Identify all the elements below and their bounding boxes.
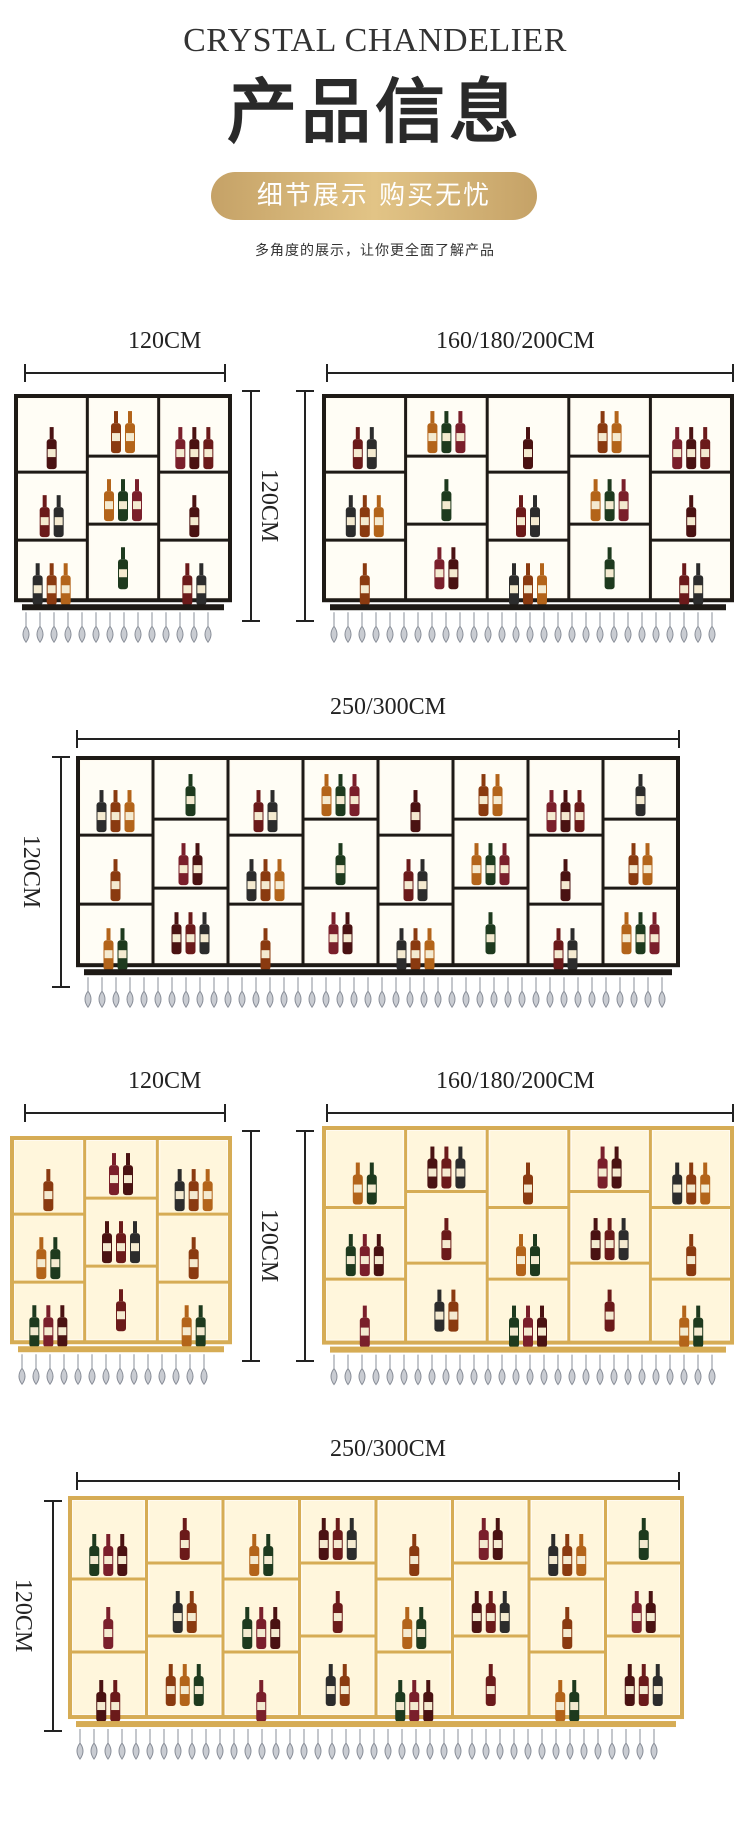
shelf-black-160 (322, 392, 734, 668)
dim-line-width-250-gold (76, 1472, 680, 1490)
shelf-black-250 (76, 754, 680, 1034)
dim-line-width-160-gold (326, 1104, 734, 1122)
dim-line-height-gold-3 (44, 1500, 62, 1732)
dim-height-gold-3: 120CM (10, 1578, 37, 1653)
dim-height-black-1: 120CM (256, 468, 283, 543)
dim-line-height-black-2 (296, 390, 314, 622)
shelf-black-120 (14, 392, 232, 668)
dim-line-height-gold-2 (296, 1130, 314, 1362)
dim-line-height-black-3 (52, 756, 70, 988)
shelf-gold-120 (10, 1134, 232, 1410)
dim-width-160-gold: 160/180/200CM (436, 1068, 595, 1094)
page-title: 产品信息 (227, 71, 523, 153)
dim-height-gold-1: 120CM (256, 1208, 283, 1283)
dim-line-width-160-black (326, 364, 734, 382)
subtitle: 多角度的展示，让你更全面了解产品 (255, 243, 495, 259)
dim-width-120-black: 120CM (128, 328, 202, 354)
dim-line-height-gold-1 (242, 1130, 260, 1362)
dim-line-height-black-1 (242, 390, 260, 622)
dim-width-250-gold: 250/300CM (330, 1436, 447, 1462)
dim-width-120-gold: 120CM (128, 1068, 202, 1094)
dim-height-black-3: 120CM (18, 834, 45, 909)
shelf-gold-250 (68, 1494, 684, 1790)
brand-heading: CRYSTAL CHANDELIER (183, 22, 567, 59)
dim-width-160-black: 160/180/200CM (436, 328, 595, 354)
dim-width-250-black: 250/300CM (330, 694, 447, 720)
shelf-gold-160 (322, 1124, 734, 1414)
detail-badge: 细节展示 购买无忧 (211, 172, 537, 220)
dim-line-width-250-black (76, 730, 680, 748)
dim-line-width-120-black (24, 364, 226, 382)
dim-line-width-120-gold (24, 1104, 226, 1122)
